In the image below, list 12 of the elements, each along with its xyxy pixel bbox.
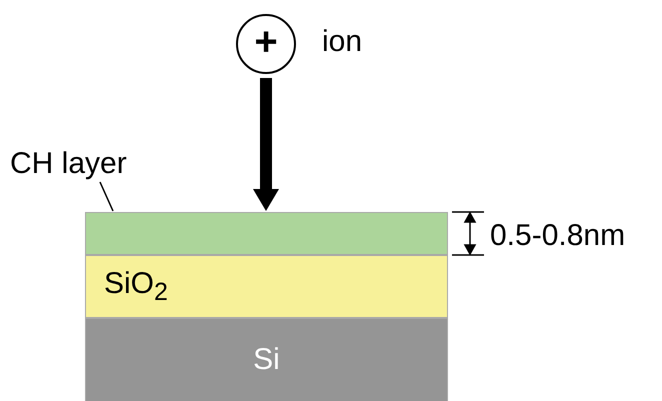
ion-label: ion <box>322 27 362 57</box>
layer-label: Si <box>253 345 280 375</box>
sio2-layer-band <box>85 255 448 318</box>
ch-layer-band <box>85 212 448 255</box>
layer-label: SiO$_{2}$ <box>103 268 168 304</box>
thickness-label: 0.5-0.8nm <box>490 221 626 251</box>
layer-name: CH layer <box>10 149 127 179</box>
arrow <box>253 78 279 211</box>
si-substrate-band <box>85 318 448 401</box>
ion-circle <box>236 14 296 74</box>
leader-line <box>99 182 114 212</box>
plus-sign: + <box>254 22 278 66</box>
